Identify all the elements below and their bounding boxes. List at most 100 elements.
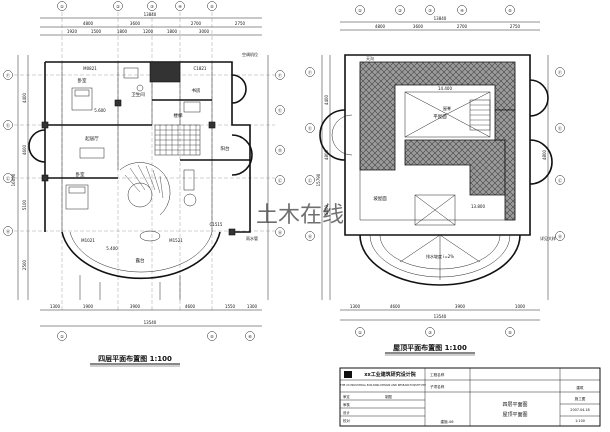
right-plan-title: 屋顶平面布置图 1:100 (393, 343, 467, 352)
room-label: 露台 (136, 257, 145, 264)
dim-top-part: 3600 (130, 21, 141, 26)
room-label: 卧室 (78, 77, 87, 84)
axis-label: Ⓕ (6, 72, 10, 78)
svg-text:Ⓕ: Ⓕ (308, 69, 312, 75)
dim-top-part: 2700 (191, 21, 202, 26)
room-label: 书房 (192, 87, 201, 94)
room-label: 卧室 (76, 171, 85, 178)
svg-text:4800: 4800 (324, 149, 329, 160)
dim-side-part: 4400 (22, 92, 27, 103)
drawing-number: 建施-06 (440, 419, 454, 424)
svg-text:②: ② (398, 8, 402, 13)
svg-text:①: ① (60, 334, 64, 339)
axis-label: ② (116, 4, 120, 9)
svg-text:⑤: ⑤ (210, 334, 214, 339)
window-tag: C1821 (194, 66, 207, 71)
dim-top-sub: 1920 (67, 29, 78, 34)
svg-text:③: ③ (428, 8, 432, 13)
ridge-label: 屋脊 (443, 105, 451, 111)
axis-label: Ⓓ (278, 147, 282, 153)
svg-text:4600: 4600 (185, 304, 196, 309)
svg-text:Ⓔ: Ⓔ (308, 125, 312, 131)
axis-label: Ⓐ (6, 228, 10, 234)
right-top-axis-bubbles: ① ② ③ ④ ⑤ (355, 5, 515, 15)
svg-text:2700: 2700 (457, 24, 468, 29)
svg-text:Ⓐ: Ⓐ (308, 233, 312, 239)
axis-label: Ⓐ (278, 229, 282, 235)
axis-label: ③ (150, 4, 154, 9)
left-bottom-dimensions: 1300 1900 3900 4600 1550 1300 13540 ① ⑤ … (40, 304, 262, 341)
svg-text:4400: 4400 (324, 94, 329, 105)
window-tag: M0821 (83, 66, 97, 71)
dim-top-total: 13840 (144, 12, 157, 17)
axis-label: ① (60, 4, 64, 9)
elevation-mark: 5.600 (94, 108, 106, 113)
title-block: xx工业建筑研究设计院 THE XX INDUSTRIAL BUILDING D… (339, 367, 601, 427)
dim-top-part: 4800 (83, 21, 94, 26)
axis-label: Ⓔ (6, 122, 10, 128)
elevation-mark: 5.400 (106, 246, 118, 251)
dim-top-part: 2750 (235, 21, 246, 26)
axis-label: ④ (178, 4, 182, 9)
left-grid-lines (14, 12, 275, 310)
note-label: 详见大样 (540, 235, 556, 241)
item-label: 子项名称 (430, 384, 445, 389)
svg-text:④: ④ (460, 8, 464, 13)
svg-text:Ⓔ: Ⓔ (558, 125, 562, 131)
axis-label: Ⓔ (278, 107, 282, 113)
svg-text:Ⓐ: Ⓐ (558, 233, 562, 239)
role-label: 校对 (343, 418, 350, 423)
svg-text:13540: 13540 (144, 320, 157, 325)
roof-label: 平屋面 (433, 114, 447, 120)
left-floor-plan: ① ② ③ ④ ⑤ 13840 4800 3600 2700 2750 1920… (3, 1, 285, 367)
svg-text:③: ③ (428, 330, 432, 335)
svg-text:⑤: ⑤ (508, 330, 512, 335)
axis-label: ⑤ (210, 4, 214, 9)
window-tag: C1515 (210, 222, 223, 227)
svg-text:5000: 5000 (324, 204, 329, 215)
dim-top-sub: 1200 (143, 29, 154, 34)
left-stair (154, 124, 201, 156)
right-bottom-dimensions: 1300 4600 3900 1000 13540 ① ③ ⑤ (340, 304, 540, 337)
elevation-mark: 14.400 (438, 86, 452, 91)
left-side-axis-bubbles: Ⓕ Ⓔ Ⓒ Ⓐ (3, 70, 13, 236)
room-label: 起居厅 (85, 136, 99, 142)
watermark-text: 土木在线 (256, 203, 344, 228)
left-walls (28, 61, 253, 300)
left-plan-title: 四层平面布置图 1:100 (98, 354, 172, 363)
svg-text:4600: 4600 (390, 304, 401, 309)
left-curved-stair (119, 162, 171, 216)
right-side-axis-bubbles: Ⓕ Ⓔ Ⓒ Ⓐ Ⓕ Ⓔ Ⓒ Ⓐ (305, 67, 565, 241)
note-label: 雨水管 (246, 235, 258, 241)
date: 2007.04.18 (570, 408, 589, 412)
dim-top-sub: 3000 (199, 29, 210, 34)
left-room-labels: 卧室 卧室 卫生间 起居厅 书房 楼梯 露台 阳台 5.400 5.600 M1… (76, 51, 259, 264)
svg-text:15790: 15790 (316, 173, 321, 186)
discipline: 建筑 (576, 385, 584, 390)
drain-label: 排水坡度 i=2% (426, 253, 454, 259)
svg-text:4800: 4800 (542, 149, 547, 160)
drawing-name-2: 屋顶平面图 (502, 412, 527, 418)
note-label: 空调机位 (242, 51, 258, 57)
dim-side-part: 4600 (22, 144, 27, 155)
roof-label: 坡屋面 (373, 195, 387, 202)
room-label: 楼梯 (174, 112, 183, 119)
role-label: 审定 (343, 394, 350, 399)
svg-text:①: ① (358, 8, 362, 13)
svg-text:Ⓒ: Ⓒ (308, 177, 312, 183)
right-roof-labels: 平屋面 坡屋面 排水坡度 i=2% 14.400 13.800 详见大样 屋脊 … (366, 55, 556, 259)
svg-text:1900: 1900 (83, 304, 94, 309)
svg-text:Ⓒ: Ⓒ (558, 177, 562, 183)
svg-text:1300: 1300 (350, 304, 361, 309)
left-furniture (65, 67, 201, 242)
left-right-axis-bubbles: Ⓕ Ⓔ Ⓓ Ⓒ Ⓐ (275, 70, 285, 237)
svg-text:13840: 13840 (434, 16, 447, 21)
axis-label: Ⓕ (278, 72, 282, 78)
room-label: 阳台 (221, 145, 230, 152)
company-name-en: THE XX INDUSTRIAL BUILDING DESIGN AND RE… (340, 383, 426, 387)
svg-text:⑥: ⑥ (248, 334, 252, 339)
dim-side-part: 5100 (22, 199, 27, 210)
role-label: 审核 (343, 402, 350, 407)
svg-text:1000: 1000 (515, 304, 526, 309)
dim-top-sub: 1500 (91, 29, 102, 34)
